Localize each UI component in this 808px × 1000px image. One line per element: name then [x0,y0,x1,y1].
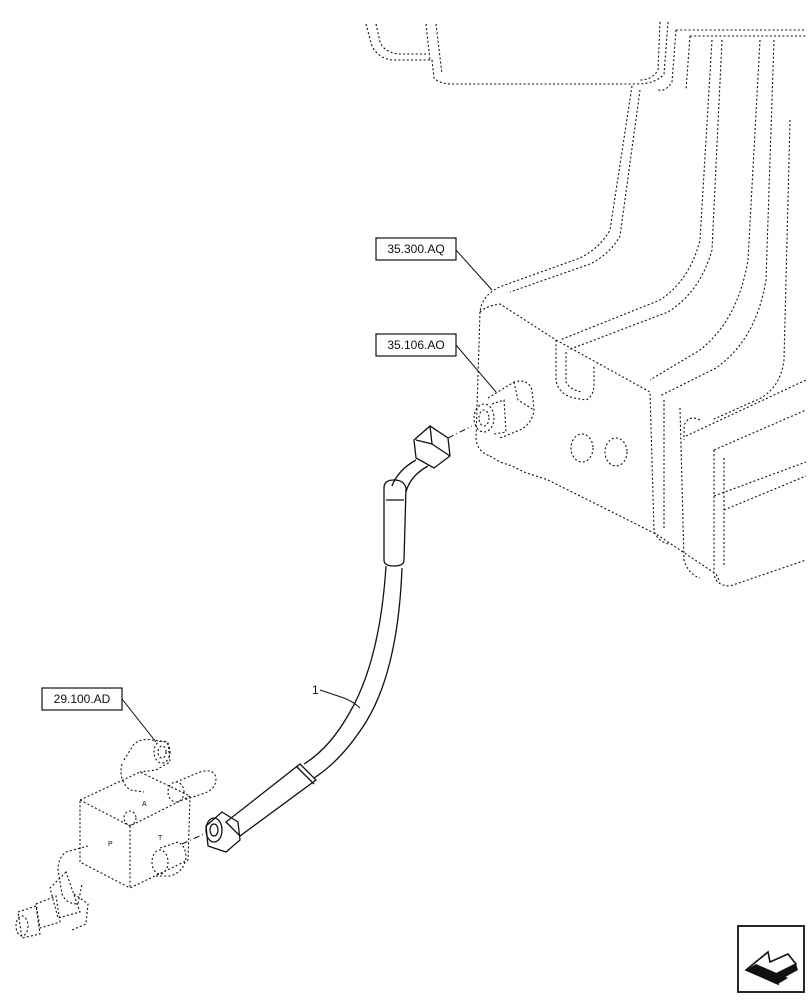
callout-29-100-ad[interactable]: 29.100.AD [41,687,157,743]
callout-29-100-ad-label: 29.100.AD [54,692,111,706]
port-t-label: T [158,835,163,842]
callout-35-300-aq[interactable]: 35.300.AQ [375,237,493,291]
elbow-fitting-tank [473,380,535,439]
arrow-icon[interactable] [737,925,805,993]
center-line-lower [181,833,205,845]
tank-housing [365,21,807,587]
item-1-label: 1 [312,683,319,697]
valve-block: A P T [15,738,217,939]
center-line [447,425,473,439]
port-p-label: P [108,841,113,848]
item-1-callout[interactable]: 1 [312,683,361,709]
callout-35-106-ao[interactable]: 35.106.AO [375,333,497,393]
hydraulic-hose [205,425,451,853]
port-a-label: A [142,801,147,808]
callout-35-300-aq-label: 35.300.AQ [387,242,444,256]
callout-35-106-ao-label: 35.106.AO [387,338,444,352]
